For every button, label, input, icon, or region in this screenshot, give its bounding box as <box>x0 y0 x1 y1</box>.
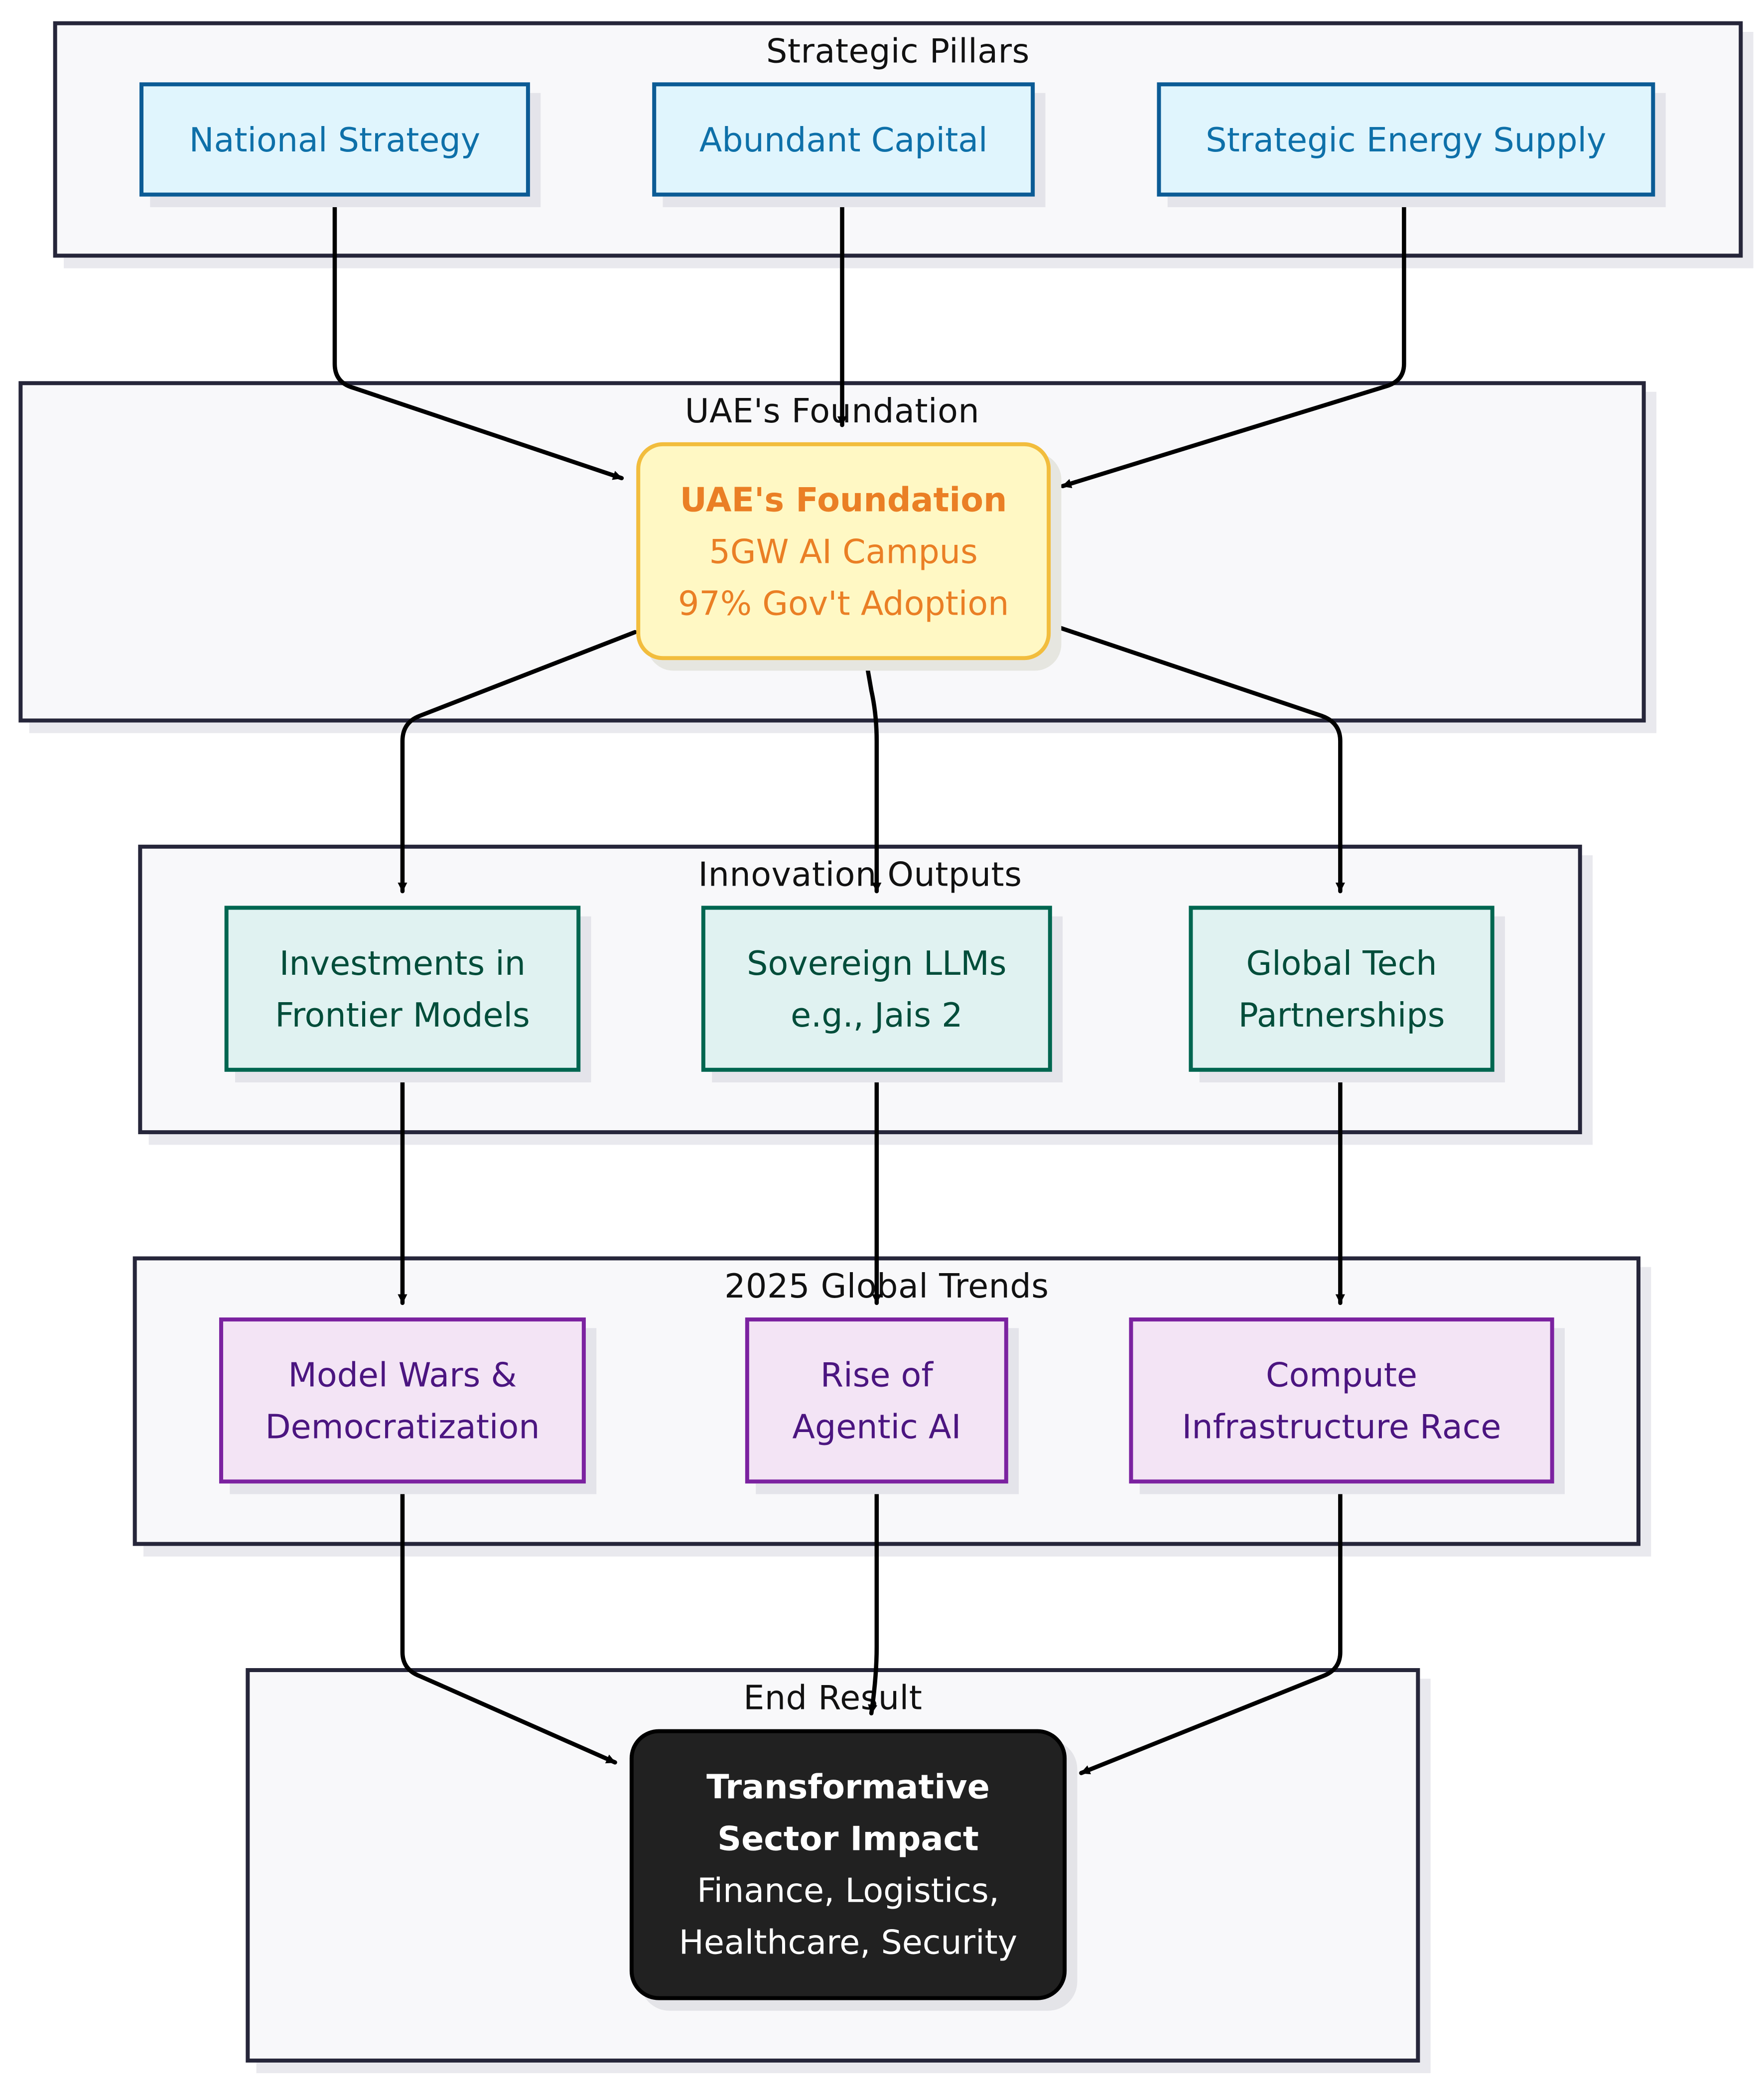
node-impact-title1: Transformative <box>706 1767 990 1807</box>
group-title-innovation-outputs: Innovation Outputs <box>698 855 1022 894</box>
node-uae-foundation: UAE's Foundation 5GW AI Campus 97% Gov't… <box>636 442 1051 660</box>
node-compute-line2: Infrastructure Race <box>1182 1407 1501 1446</box>
group-title-uae-foundation: UAE's Foundation <box>684 391 980 430</box>
node-global-tech-partnerships: Global Tech Partnerships <box>1189 906 1494 1072</box>
node-investments-line1: Investments in <box>279 943 526 982</box>
node-partnerships-line2: Partnerships <box>1238 995 1445 1034</box>
node-impact-line2: Healthcare, Security <box>678 1923 1018 1962</box>
node-investments-line2: Frontier Models <box>275 995 530 1034</box>
group-title-end-result: End Result <box>743 1679 923 1717</box>
node-sovereign-llms: Sovereign LLMs e.g., Jais 2 <box>701 906 1052 1072</box>
node-model-wars: Model Wars & Democratization <box>219 1317 586 1484</box>
node-model-wars-line1: Model Wars & <box>288 1355 517 1394</box>
node-uae-foundation-line2: 97% Gov't Adoption <box>678 583 1009 623</box>
node-strategic-energy-supply: Strategic Energy Supply <box>1157 82 1655 197</box>
group-title-strategic-pillars: Strategic Pillars <box>766 31 1030 71</box>
node-agentic-ai: Rise of Agentic AI <box>745 1317 1008 1484</box>
node-uae-foundation-line1: 5GW AI Campus <box>709 531 978 571</box>
node-strategic-energy-supply-label: Strategic Energy Supply <box>1206 120 1607 159</box>
group-title-global-trends: 2025 Global Trends <box>724 1267 1049 1306</box>
node-model-wars-line2: Democratization <box>265 1407 540 1446</box>
node-impact-title2: Sector Impact <box>717 1819 979 1858</box>
node-compute-infrastructure: Compute Infrastructure Race <box>1129 1317 1554 1484</box>
node-national-strategy: National Strategy <box>139 82 530 197</box>
node-agentic-line1: Rise of <box>820 1355 933 1394</box>
node-compute-line1: Compute <box>1266 1355 1418 1394</box>
node-impact-line1: Finance, Logistics, <box>697 1871 999 1910</box>
node-sovereign-line2: e.g., Jais 2 <box>791 995 963 1034</box>
node-agentic-line2: Agentic AI <box>792 1407 961 1446</box>
node-sovereign-line1: Sovereign LLMs <box>747 943 1007 982</box>
node-abundant-capital: Abundant Capital <box>652 82 1035 197</box>
node-transformative-impact: Transformative Sector Impact Finance, Lo… <box>629 1729 1067 2000</box>
node-partnerships-line1: Global Tech <box>1246 943 1437 982</box>
node-investments-frontier-models: Investments in Frontier Models <box>224 906 581 1072</box>
node-uae-foundation-title: UAE's Foundation <box>679 480 1007 519</box>
node-national-strategy-label: National Strategy <box>189 120 481 159</box>
node-abundant-capital-label: Abundant Capital <box>699 120 988 159</box>
